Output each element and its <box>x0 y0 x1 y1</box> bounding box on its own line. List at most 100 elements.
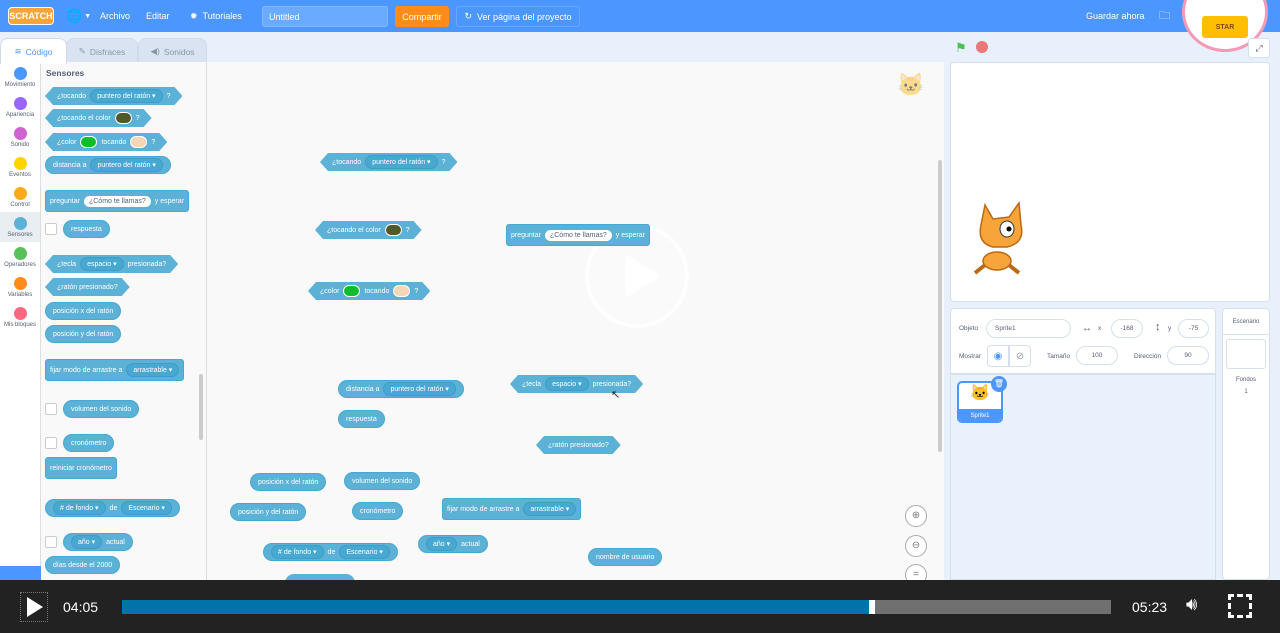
stage[interactable] <box>950 62 1270 302</box>
progress-handle[interactable] <box>869 600 876 614</box>
x-input[interactable]: -168 <box>1111 319 1143 338</box>
color-swatch[interactable] <box>385 224 402 236</box>
block-dropdown[interactable]: Escenario ▾ <box>121 501 172 515</box>
canvas-scrollbar[interactable] <box>938 160 942 452</box>
reporter-block[interactable]: año ▾actual <box>418 535 488 553</box>
color-swatch[interactable] <box>343 285 360 297</box>
block-text-input[interactable]: ¿Cómo te llamas? <box>83 195 151 207</box>
category-apariencia[interactable]: Apariencia <box>0 92 40 122</box>
play-button[interactable] <box>20 592 48 622</box>
reporter-block[interactable]: respuesta <box>338 410 385 428</box>
backdrop-thumbnail[interactable] <box>1226 339 1266 369</box>
category-eventos[interactable]: Eventos <box>0 152 40 182</box>
sprite-tile[interactable]: 🐱 Sprite1 <box>957 381 1003 423</box>
boolean-block[interactable]: ¿ratón presionado? <box>536 436 621 454</box>
block-text-input[interactable]: ¿Cómo te llamas? <box>544 229 612 241</box>
block-dropdown[interactable]: arrastrable ▾ <box>126 363 180 377</box>
zoom-out-icon[interactable]: ⊖ <box>905 535 927 557</box>
color-swatch[interactable] <box>393 285 410 297</box>
folder-icon[interactable]: 🗀 <box>1159 9 1170 22</box>
reporter-block[interactable]: posición x del ratón <box>45 302 122 320</box>
menu-edit[interactable]: Editar <box>146 11 170 21</box>
reporter-block[interactable]: posición y del ratón <box>45 325 122 343</box>
menu-file[interactable]: Archivo <box>100 11 131 21</box>
boolean-block[interactable]: ¿tocando el color? <box>315 221 422 239</box>
block-dropdown[interactable]: puntero del ratón ▾ <box>365 155 437 169</box>
tab-sounds[interactable]: ◀)Sonidos <box>138 38 207 64</box>
reporter-block[interactable]: posición x del ratón <box>250 473 327 491</box>
block-dropdown[interactable]: año ▾ <box>71 535 103 549</box>
view-project-page-button[interactable]: ↻Ver página del proyecto <box>456 6 580 27</box>
category-sonido[interactable]: Sonido <box>0 122 40 152</box>
block-dropdown[interactable]: # de fondo ▾ <box>53 501 106 515</box>
reporter-block[interactable]: posición y del ratón <box>230 503 307 521</box>
reporter-block[interactable]: volumen del sonido <box>63 400 140 418</box>
project-title-input[interactable]: Untitled <box>262 6 388 27</box>
block-dropdown[interactable]: Escenario ▾ <box>339 545 390 559</box>
zoom-reset-icon[interactable]: = <box>905 564 927 580</box>
show-visible-icon[interactable]: ◉ <box>987 345 1009 367</box>
tab-costumes[interactable]: ✎Disfraces <box>66 38 138 64</box>
block-dropdown[interactable]: puntero del ratón ▾ <box>90 158 163 172</box>
reporter-block[interactable]: cronómetro <box>63 434 115 452</box>
cat-sprite[interactable] <box>963 195 1043 275</box>
fullscreen-stage-icon[interactable]: ⤢ <box>1248 38 1270 58</box>
category-movimiento[interactable]: Movimiento <box>0 62 40 92</box>
add-extension-button[interactable] <box>0 566 41 580</box>
direction-input[interactable]: 90 <box>1167 346 1209 365</box>
green-flag-icon[interactable]: ⚑ <box>955 40 967 55</box>
size-input[interactable]: 100 <box>1076 346 1118 365</box>
boolean-block[interactable]: ¿tocando el color? <box>45 109 152 127</box>
block-dropdown[interactable]: puntero del ratón ▾ <box>383 382 456 396</box>
reporter-block[interactable]: cronómetro <box>352 502 404 520</box>
hide-icon[interactable]: ⊘ <box>1009 345 1031 367</box>
reporter-block[interactable]: días desde el 2000 <box>45 556 121 574</box>
palette-scrollbar[interactable] <box>199 374 203 440</box>
block-dropdown[interactable]: # de fondo ▾ <box>271 545 324 559</box>
color-swatch[interactable] <box>80 136 97 148</box>
category-sensores[interactable]: Sensores <box>0 212 40 242</box>
block-dropdown[interactable]: puntero del ratón ▾ <box>90 89 162 103</box>
stage-panel[interactable]: Escenario Fondos 1 <box>1222 308 1270 580</box>
monitor-checkbox[interactable] <box>45 536 57 548</box>
progress-bar[interactable] <box>122 600 1111 614</box>
block-dropdown[interactable]: año ▾ <box>426 537 458 551</box>
stack-block[interactable]: reiniciar cronómetro <box>45 457 117 479</box>
category-mis-bloques[interactable]: Mis bloques <box>0 302 40 332</box>
monitor-checkbox[interactable] <box>45 437 57 449</box>
reporter-block[interactable]: nombre de usuario <box>588 548 663 566</box>
scratch-logo[interactable]: SCRATCH <box>8 7 54 25</box>
share-button[interactable]: Compartir <box>395 6 449 27</box>
volume-icon[interactable]: 🔊︎ <box>1186 594 1198 614</box>
reporter-block[interactable]: respuesta <box>63 220 110 238</box>
reporter-block[interactable]: año ▾actual <box>63 533 133 551</box>
block-dropdown[interactable]: espacio ▾ <box>80 257 124 271</box>
monitor-checkbox[interactable] <box>45 403 57 415</box>
reporter-block[interactable]: volumen del sonido <box>344 472 421 490</box>
block-dropdown[interactable]: arrastrable ▾ <box>523 502 577 516</box>
stack-block[interactable]: preguntar¿Cómo te llamas?y esperar <box>45 190 189 212</box>
menu-tutorials[interactable]: ✹Tutoriales <box>190 0 242 32</box>
partial-block[interactable] <box>285 574 355 580</box>
zoom-in-icon[interactable]: ⊕ <box>905 505 927 527</box>
stack-block[interactable]: preguntar¿Cómo te llamas?y esperar <box>506 224 650 246</box>
category-control[interactable]: Control <box>0 182 40 212</box>
color-swatch[interactable] <box>115 112 132 124</box>
stop-icon[interactable] <box>976 41 988 53</box>
save-now-button[interactable]: Guardar ahora <box>1086 11 1145 21</box>
language-menu[interactable]: 🌐▼ <box>66 0 91 32</box>
monitor-checkbox[interactable] <box>45 223 57 235</box>
category-variables[interactable]: Variables <box>0 272 40 302</box>
tab-code[interactable]: ≋Código <box>0 38 67 64</box>
